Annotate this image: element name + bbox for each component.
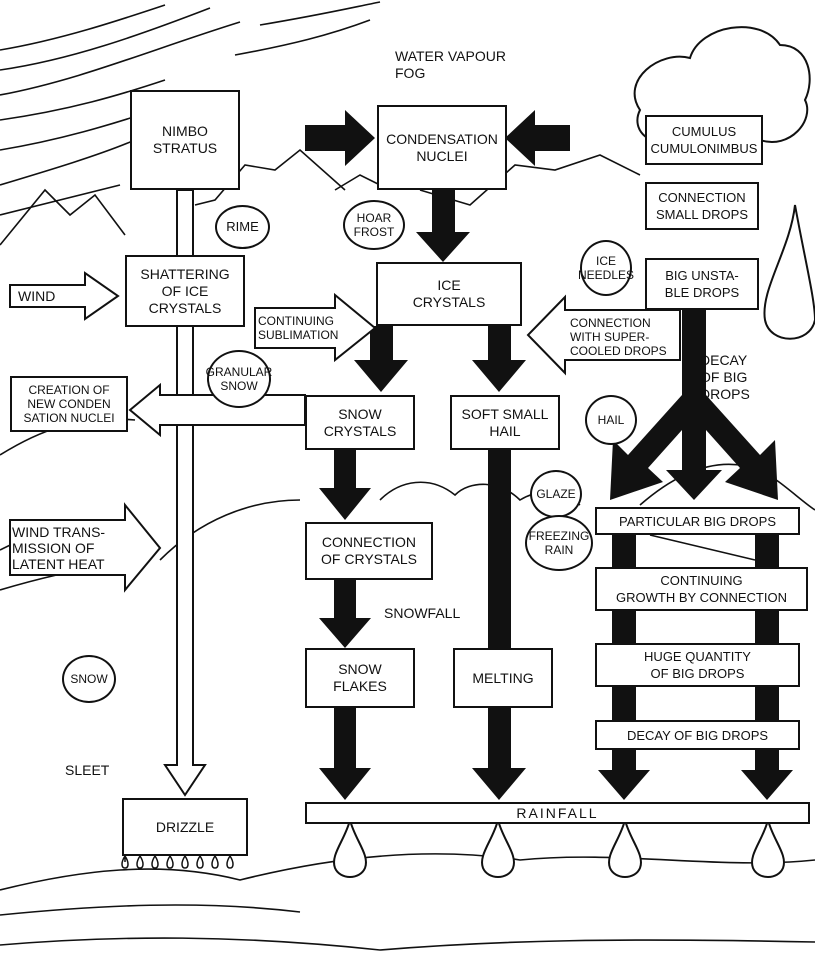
hail-to-rainfall-arrow xyxy=(472,450,526,800)
ice-crystals-box: ICE CRYSTALS xyxy=(376,262,522,326)
raindrop-icon xyxy=(481,819,515,878)
freezing-rain-circle: FREEZING RAIN xyxy=(525,515,593,571)
nimbostratus-box: NIMBO STRATUS xyxy=(130,90,240,190)
hoar-frost-circle: HOAR FROST xyxy=(343,200,405,250)
snow-crystals-box: SNOW CRYSTALS xyxy=(305,395,415,450)
snow-circle: SNOW xyxy=(62,655,116,703)
raindrop-icon xyxy=(751,819,785,878)
wind-arrow xyxy=(9,271,120,321)
snow-to-connection-arrow xyxy=(319,450,371,520)
connection-to-flakes-arrow xyxy=(319,580,371,648)
snowfall-label: SNOWFALL xyxy=(384,605,461,621)
wind-streaks xyxy=(0,1,381,216)
continuing-sublimation-label: CONTINUING SUBLIMATION xyxy=(258,314,339,342)
supercooled-arrow xyxy=(526,294,681,376)
flakes-to-rainfall-arrow xyxy=(319,708,371,800)
connection-of-crystals-box: CONNECTION OF CRYSTALS xyxy=(305,522,433,580)
rime-circle: RIME xyxy=(215,205,270,249)
drizzle-box: DRIZZLE xyxy=(122,798,248,856)
cumulus-box: CUMULUS CUMULONIMBUS xyxy=(645,115,763,165)
connection-small-drops-box: CONNECTION SMALL DROPS xyxy=(645,182,759,230)
soft-small-hail-box: SOFT SMALL HAIL xyxy=(450,395,560,450)
sublimation-arrow xyxy=(254,292,377,363)
melting-box: MELTING xyxy=(453,648,553,708)
ice-needles-circle: ICE NEEDLES xyxy=(578,240,634,296)
mountains xyxy=(0,148,641,246)
sleet-label: SLEET xyxy=(65,762,110,778)
wind-transmission-arrow xyxy=(9,502,162,593)
huge-quantity-box: HUGE QUANTITY OF BIG DROPS xyxy=(595,643,800,687)
fork-arrow xyxy=(610,310,778,500)
decay-of-big-drops-label: DECAY OF BIG DROPS xyxy=(700,352,750,402)
particular-big-drops-box: PARTICULAR BIG DROPS xyxy=(595,507,800,535)
connection-supercooled-label: CONNECTION WITH SUPER- COOLED DROPS xyxy=(570,316,667,358)
big-unstable-drops-box: BIG UNSTA- BLE DROPS xyxy=(645,258,759,310)
drizzle-drops xyxy=(121,855,234,869)
column-rails xyxy=(649,534,756,561)
ice-to-hail-arrow xyxy=(472,326,526,392)
hail-circle: HAIL xyxy=(585,395,637,445)
raindrops xyxy=(333,819,785,878)
creation-nuclei-box: CREATION OF NEW CONDEN SATION NUCLEI xyxy=(10,376,128,432)
raindrop-icon xyxy=(608,819,642,878)
big-drop-icon xyxy=(763,204,815,340)
wind-transmission-label: WIND TRANS- MISSION OF LATENT HEAT xyxy=(12,524,106,572)
ice-to-snow-arrow xyxy=(354,326,408,392)
right-input-arrow xyxy=(505,110,570,166)
condensation-to-ice-arrow xyxy=(416,190,470,262)
water-vapour-label: WATER VAPOUR FOG xyxy=(395,48,506,81)
continuing-growth-box: CONTINUING GROWTH BY CONNECTION xyxy=(595,567,808,611)
wind-label: WIND xyxy=(18,288,56,304)
hollow-arrows xyxy=(9,271,681,593)
raindrop-icon xyxy=(333,819,367,878)
shattering-box: SHATTERING OF ICE CRYSTALS xyxy=(125,255,245,327)
left-input-arrow xyxy=(305,110,375,166)
decay-of-big-drops-box: DECAY OF BIG DROPS xyxy=(595,720,800,750)
glaze-circle: GLAZE xyxy=(530,470,582,518)
condensation-nuclei-box: CONDENSATION NUCLEI xyxy=(377,105,507,190)
rainfall-box: RAINFALL xyxy=(305,802,810,824)
granular-snow-circle: GRANULAR SNOW xyxy=(206,350,272,408)
snow-flakes-box: SNOW FLAKES xyxy=(305,648,415,708)
